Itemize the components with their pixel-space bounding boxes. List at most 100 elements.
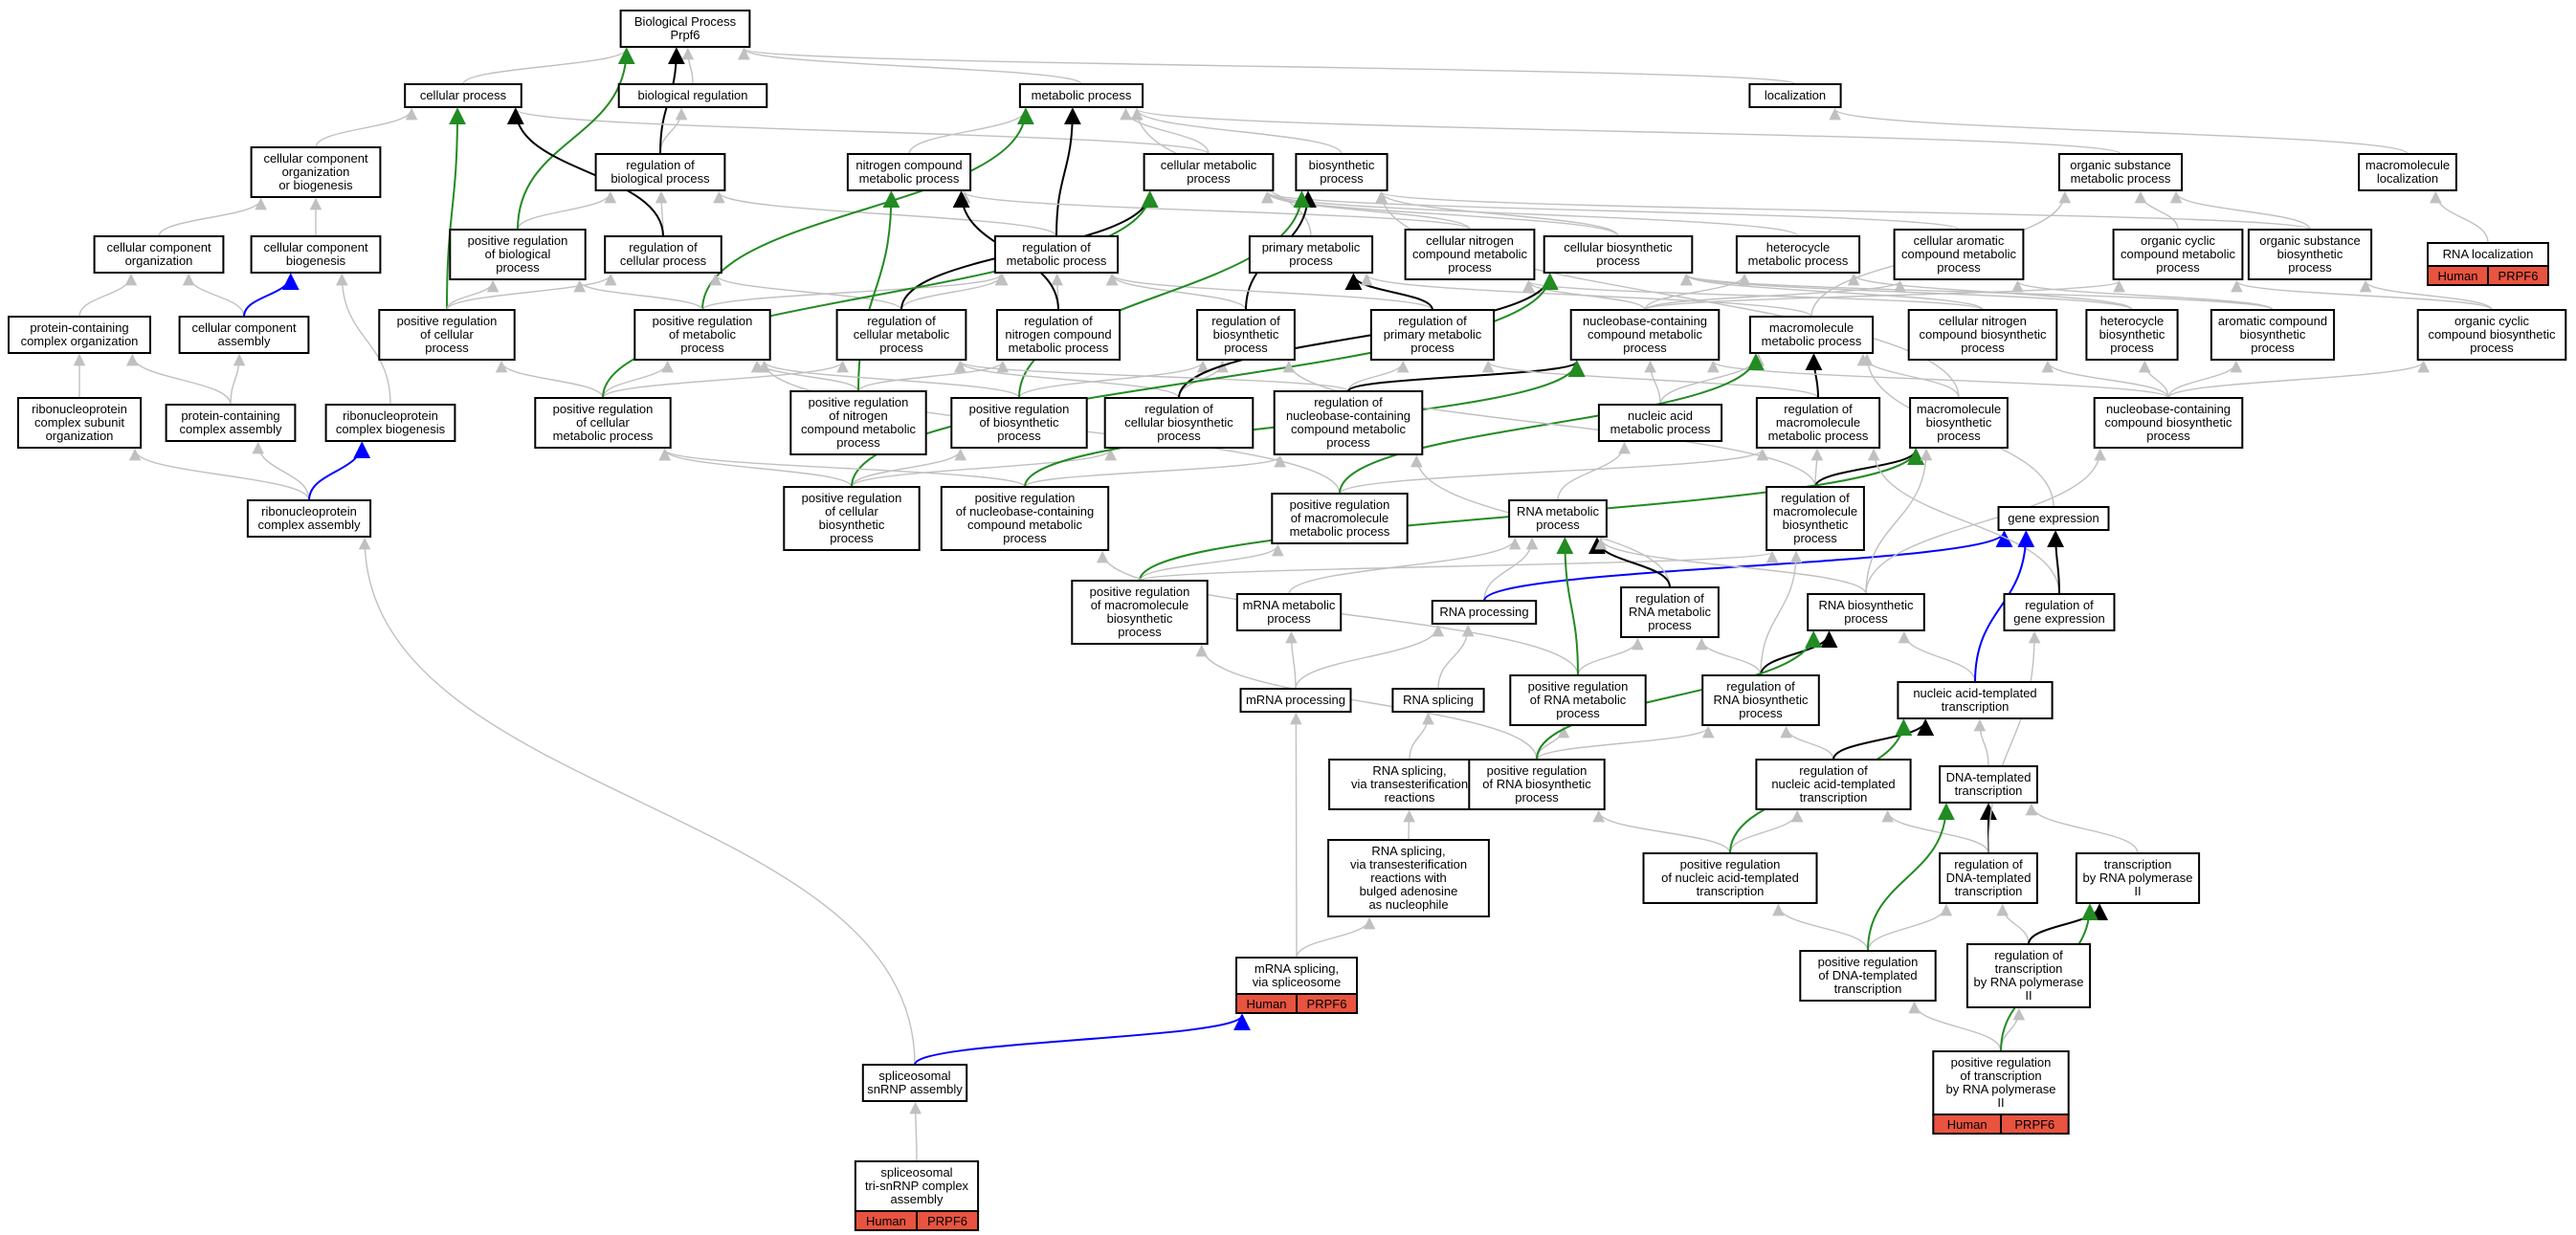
gene-cell [2000, 1114, 2070, 1135]
go-term-metproc[interactable]: metabolic process [1018, 83, 1144, 108]
go-term-bioreg[interactable]: biological regulation [617, 83, 768, 108]
term-label-line: compound metabolic [801, 422, 916, 436]
term-box [8, 316, 151, 354]
go-term-geneexp[interactable]: gene expression [1997, 506, 2110, 531]
go-term-rnasplicte[interactable]: RNA splicing,via transesterificationreac… [1328, 759, 1491, 810]
term-label-line: organization [282, 165, 350, 179]
term-label-line: II [2025, 988, 2032, 1003]
term-box [2057, 153, 2184, 191]
go-term-rnaproc[interactable]: RNA processing [1431, 600, 1538, 625]
go-term-regmacrobio[interactable]: regulation ofmacromoleculebiosyntheticpr… [1765, 486, 1865, 551]
go-term-localization[interactable]: localization [1748, 83, 1842, 108]
go-term-regnbccmp[interactable]: regulation ofnucleobase-containingcompou… [1273, 390, 1424, 455]
edge-is-a [1856, 353, 1960, 399]
go-term-mrnaproc[interactable]: mRNA processing [1239, 688, 1352, 713]
go-term-rnasplicba[interactable]: RNA splicing,via transesterificationreac… [1327, 839, 1490, 917]
term-label-line: process [1961, 341, 2005, 355]
term-label-line: organic substance [2259, 233, 2361, 248]
term-box [1327, 839, 1490, 917]
term-label-line: by RNA polymerase [1974, 975, 2084, 989]
term-label-line: spliceosomal [880, 1165, 952, 1180]
term-label-line: positive regulation [653, 314, 753, 328]
edge-is-a [709, 273, 902, 311]
term-label-line: process [1118, 625, 1162, 639]
gene-label: PRPF6 [2498, 269, 2539, 283]
go-term-cellproc[interactable]: cellular process [404, 83, 522, 108]
go-term-rnasplic[interactable]: RNA splicing [1391, 688, 1485, 713]
term-label-line: process [1596, 254, 1640, 268]
